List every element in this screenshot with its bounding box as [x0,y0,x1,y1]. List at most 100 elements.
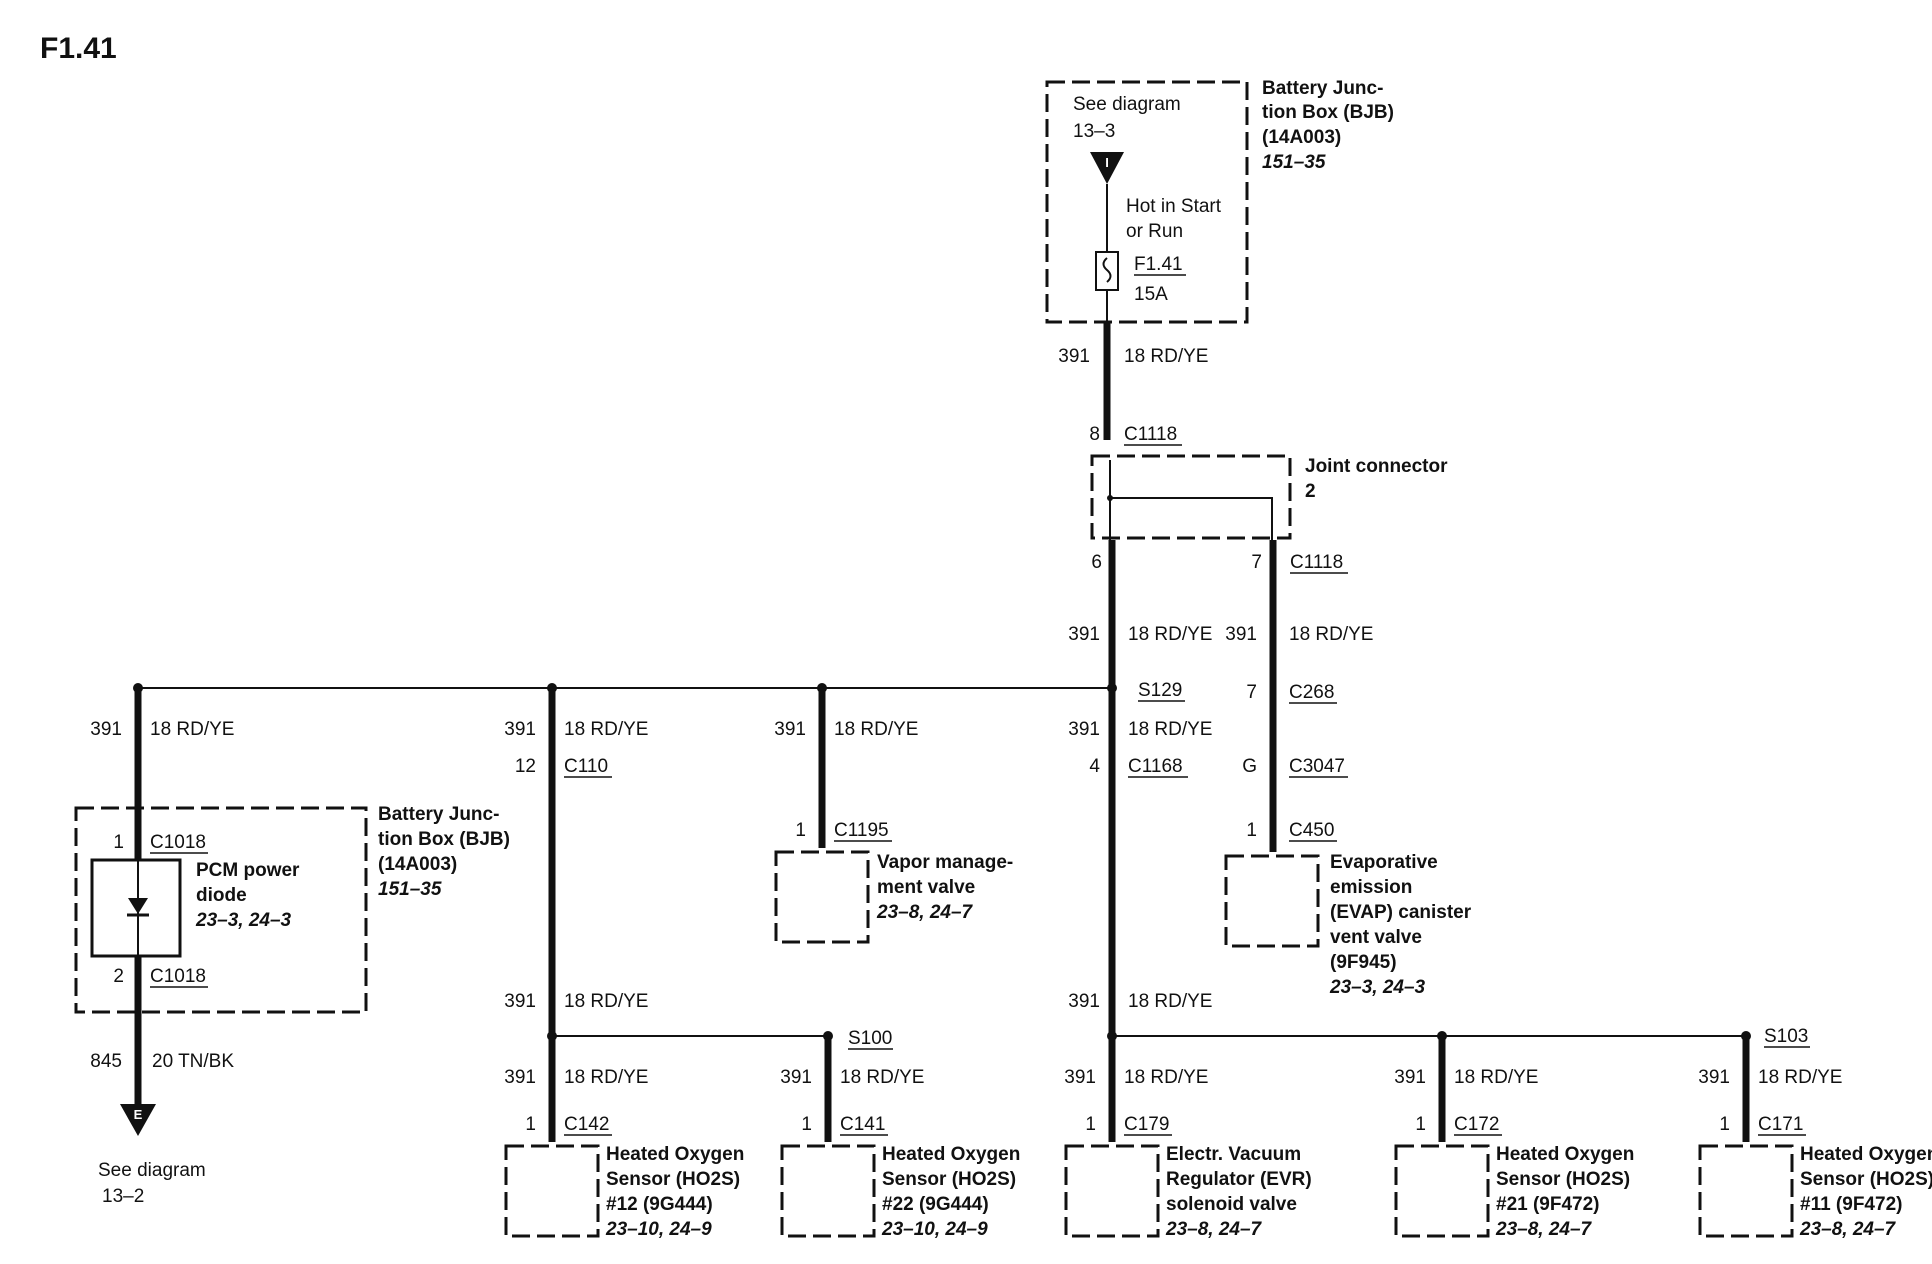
evap-valve-box [1224,854,1320,948]
joint-connector-box [1090,454,1292,540]
wire-circuit-8: 391 [504,991,536,1012]
c1018-top-label: C1018 [150,832,206,853]
component-name-line: Heated Oxygen [606,1144,744,1165]
evap-name-4: vent valve [1330,927,1422,948]
component-name-line: Sensor (HO2S) [606,1169,740,1190]
component-name-line: Regulator (EVR) [1166,1169,1312,1190]
component-name-line: solenoid valve [1166,1194,1297,1215]
joint-connector-num: 2 [1305,481,1316,502]
bjb-source-box [1045,80,1249,324]
c1118-in-label: C1118 [1124,424,1177,445]
source-hot-2: or Run [1126,221,1183,242]
component-name-line: Electr. Vacuum [1166,1144,1301,1165]
joint-connector-label: Joint connector [1305,456,1448,477]
c1195-label: C1195 [834,820,889,841]
component-ref: 23–8, 24–7 [1495,1219,1593,1240]
wire-circuit-6: 391 [90,719,122,740]
c3047-pin: G [1242,756,1257,777]
vmv-ref: 23–8, 24–7 [876,902,974,923]
component-name-line: Heated Oxygen [1800,1144,1932,1165]
fuse-label: F1.41 [1134,254,1183,275]
source-box-ref: 151–35 [1262,152,1326,173]
bjb-pcm-box [74,806,368,1014]
source-see-diagram: See diagram [1073,94,1181,115]
c1018-bottom-label: C1018 [150,966,206,987]
pcm-box-name-2: tion Box (BJB) [378,829,510,850]
source-triangle-icon [1090,152,1124,184]
component-circuit: 391 [1064,1067,1096,1088]
component-name-line: Heated Oxygen [882,1144,1020,1165]
source-box-name-1: Battery Junc- [1262,78,1383,99]
out-circuit: 845 [90,1051,122,1072]
component-connector: C172 [1454,1114,1499,1135]
source-see-ref: 13–3 [1073,121,1115,142]
vmv-name-2: ment valve [877,877,975,898]
wire-circuit-5: 391 [1068,991,1100,1012]
component-name-line: Sensor (HO2S) [1800,1169,1932,1190]
vmv-name-1: Vapor manage- [877,852,1013,873]
component-name-line: #11 (9F472) [1800,1194,1902,1215]
wire-gauge-5: 18 RD/YE [1128,991,1212,1012]
wire-circuit-4: 391 [1068,719,1100,740]
evap-name-2: emission [1330,877,1412,898]
component-name-line: #22 (9G444) [882,1194,989,1215]
component-connector: C142 [564,1114,609,1135]
wire-circuit-1: 391 [1058,346,1090,367]
c1018-pin-bottom: 2 [113,966,124,987]
component-gauge: 18 RD/YE [1124,1067,1208,1088]
component-gauge: 18 RD/YE [1454,1067,1538,1088]
diagram-title: F1.41 [40,32,117,65]
component-name-line: Heated Oxygen [1496,1144,1634,1165]
c450-pin: 1 [1246,820,1257,841]
component-circuit: 391 [780,1067,812,1088]
pcm-box-name-1: Battery Junc- [378,804,499,825]
evap-ref: 23–3, 24–3 [1329,977,1426,998]
c3047-label: C3047 [1289,756,1345,777]
s129-label: S129 [1138,680,1182,701]
out-gauge: 20 TN/BK [152,1051,234,1072]
diode-icon [128,898,148,914]
c110-pin: 12 [515,756,536,777]
c268-label: C268 [1289,682,1334,703]
wire-gauge-1: 18 RD/YE [1124,346,1208,367]
component-ref: 23–8, 24–7 [1799,1219,1897,1240]
component-name-line: #21 (9F472) [1496,1194,1600,1215]
wire-gauge-4: 18 RD/YE [1128,719,1212,740]
component-name-line: Sensor (HO2S) [882,1169,1016,1190]
component-gauge: 18 RD/YE [1758,1067,1842,1088]
component-name-line: Sensor (HO2S) [1496,1169,1630,1190]
c268-pin: 7 [1246,682,1257,703]
c1195-pin: 1 [795,820,806,841]
component-pin: 1 [1085,1114,1096,1135]
c450-label: C450 [1289,820,1334,841]
wire-circuit-2: 391 [1068,624,1100,645]
source-box-name-3: (14A003) [1262,127,1341,148]
component-connector: C141 [840,1114,885,1135]
wire-circuit-7: 391 [504,719,536,740]
pcm-box-ref: 151–35 [378,879,442,900]
vmv-box [774,850,870,944]
pcm-box-name-3: (14A003) [378,854,457,875]
pcm-see-diagram: See diagram [98,1160,206,1181]
component-circuit: 391 [1698,1067,1730,1088]
wire-gauge-2: 18 RD/YE [1128,624,1212,645]
wire-gauge-3: 18 RD/YE [1289,624,1373,645]
c1168-pin: 4 [1089,756,1100,777]
s103-label: S103 [1764,1026,1808,1047]
component-pin: 1 [1415,1114,1426,1135]
c1118-in-pin: 8 [1089,424,1100,445]
c1118-out-pin-b: 7 [1251,552,1262,573]
component-connector: C179 [1124,1114,1169,1135]
component-box [780,1144,876,1238]
evap-name-5: (9F945) [1330,952,1397,973]
pcm-marker-letter: E [134,1107,143,1122]
pcm-diode-ref: 23–3, 24–3 [195,910,292,931]
component-ref: 23–10, 24–9 [881,1219,988,1240]
source-box-name-2: tion Box (BJB) [1262,102,1394,123]
component-ref: 23–10, 24–9 [605,1219,712,1240]
component-name-line: #12 (9G444) [606,1194,713,1215]
component-circuit: 391 [1394,1067,1426,1088]
